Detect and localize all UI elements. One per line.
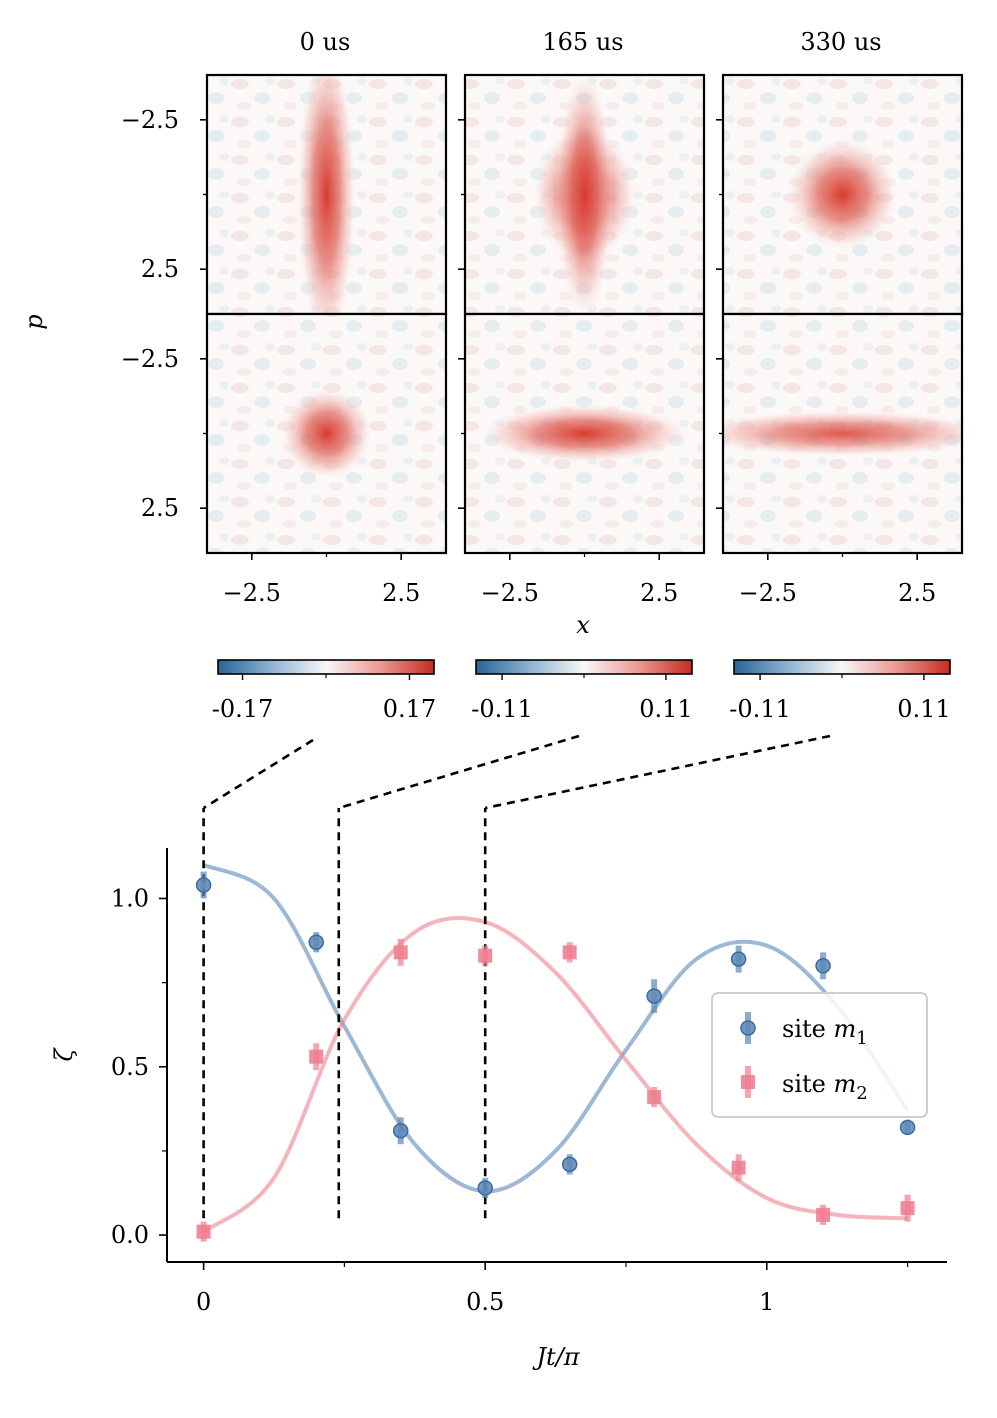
legend-label-m2: site m2 [782, 1070, 868, 1104]
wigner-title-1: 165 us [542, 28, 623, 56]
point-m2 [731, 1160, 746, 1175]
fit-curve-1 [202, 862, 910, 1194]
main-ytick-label: 0.0 [111, 1221, 149, 1249]
wigner-panel-0-0 [207, 75, 446, 314]
wigner-panel-grid [205, 73, 964, 555]
point-m1 [561, 1156, 578, 1173]
wigner-blob [479, 403, 690, 464]
legend-frame [711, 992, 928, 1118]
colorbar-tick-label: 0.11 [639, 695, 692, 723]
wigner-panel-1-0 [207, 314, 446, 553]
wigner-blob [280, 387, 373, 480]
colorbars: -0.17 0.17 -0.11 0.11 -0.11 0.11 [212, 659, 951, 723]
wigner-ytick-label: 2.5 [141, 255, 179, 283]
legend-label-m2-sub: 2 [856, 1083, 867, 1104]
colorbar-tick-label: -0.11 [471, 695, 533, 723]
fit-curve-2 [202, 916, 908, 1234]
wigner-xtick-label: −2.5 [223, 579, 281, 607]
colorbar-tick-label: -0.11 [729, 695, 791, 723]
point-m2 [309, 1049, 324, 1064]
wigner-ytick-label: 2.5 [141, 494, 179, 522]
main-ylabel: ζ [50, 1047, 78, 1062]
main-xtick-label: 0 [196, 1288, 211, 1316]
wigner-xtick-label: 2.5 [640, 579, 678, 607]
wigner-ytick-label: −2.5 [121, 345, 179, 373]
point-m2 [478, 948, 493, 963]
main-ytick-label: 0.5 [111, 1053, 149, 1081]
main-ytick-label: 1.0 [111, 884, 149, 912]
legend-label-m1-sub: 1 [856, 1028, 867, 1049]
wigner-xtick-label: −2.5 [481, 579, 539, 607]
connector-line [338, 734, 580, 810]
wigner-blob [296, 75, 357, 314]
wigner-xtick-label: −2.5 [739, 579, 797, 607]
legend-label-m2-prefix: site [782, 1070, 833, 1098]
wigner-blob [555, 75, 614, 314]
legend: site m1 site m2 [711, 992, 928, 1118]
wigner-panel-0-1 [465, 75, 704, 314]
point-m2 [900, 1201, 915, 1216]
point-m1 [815, 958, 831, 974]
wigner-ytick-label: −2.5 [121, 106, 179, 134]
point-m2 [562, 945, 577, 960]
wigner-panel-1-2 [723, 314, 962, 553]
legend-marker-m1 [740, 1020, 756, 1036]
point-m1 [899, 1119, 916, 1136]
wigner-title-2: 330 us [800, 28, 881, 56]
point-m2 [393, 945, 408, 960]
connector-line [202, 738, 314, 810]
wigner-blob [786, 138, 899, 251]
legend-marker-m2 [741, 1075, 755, 1089]
point-m1 [730, 951, 747, 967]
point-m1 [195, 877, 212, 893]
wigner-panel-0-2 [723, 75, 962, 314]
point-m2 [647, 1090, 662, 1105]
population-plot: 0 0.5 1 0.0 0.5 1.0 [111, 808, 947, 1316]
wigner-title-0: 0 us [300, 28, 351, 56]
wigner-panel-1-1 [465, 314, 704, 553]
legend-label-m1-prefix: site [782, 1015, 833, 1043]
colorbar-tick-label: 0.17 [383, 695, 436, 723]
colorbar-tick-label: -0.17 [212, 695, 274, 723]
connector-line [484, 734, 831, 810]
colorbar-1 [475, 659, 693, 675]
colorbar-0 [217, 659, 435, 675]
wigner-blob [723, 410, 962, 457]
wigner-xtick-label: 2.5 [898, 579, 936, 607]
point-m1 [646, 988, 662, 1004]
wigner-axes: 2.5 −2.5 2.5 −2.5 −2.5 2.5 −2.5 2.5 −2.5 2.5 [121, 106, 937, 607]
wigner-xtick-label: 2.5 [382, 579, 420, 607]
colorbar-2 [733, 659, 951, 675]
time-connector-lines [202, 734, 831, 810]
wigner-ylabel: p [20, 314, 48, 329]
point-m1 [392, 1122, 409, 1139]
point-m1 [477, 1180, 493, 1196]
legend-label-m1: site m1 [782, 1015, 868, 1049]
legend-label-m1-var: m [833, 1015, 856, 1043]
main-xtick-label: 0.5 [466, 1288, 504, 1316]
legend-label-m2-var: m [833, 1070, 856, 1098]
point-m1 [308, 934, 324, 950]
colorbar-tick-label: 0.11 [897, 695, 950, 723]
main-xlabel: Jt/π [531, 1343, 580, 1371]
main-xtick-label: 1 [759, 1288, 774, 1316]
point-m2 [816, 1207, 831, 1222]
wigner-xlabel: x [576, 611, 590, 639]
point-m2 [196, 1224, 211, 1239]
